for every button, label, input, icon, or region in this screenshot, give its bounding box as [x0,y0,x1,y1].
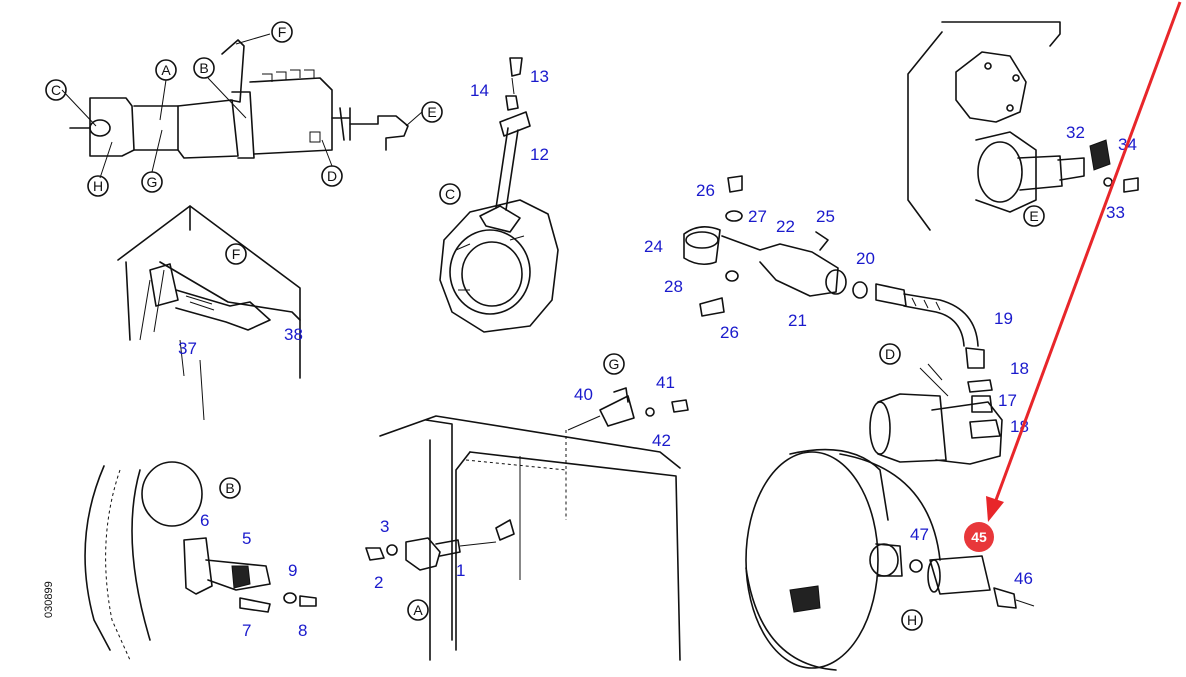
label-f: F [278,24,287,40]
label-c: C [51,82,61,98]
callout-7: 7 [242,621,251,640]
sensor-assembly-drawing: 26 27 22 25 24 20 28 21 26 19 [644,175,1013,369]
label-e-detail: E [1029,208,1038,224]
detail-a-g-drawing: A 3 2 1 G 40 41 42 [365,353,689,661]
callout-25: 25 [816,207,835,226]
label-c-detail: C [445,186,455,202]
callout-40: 40 [574,385,593,404]
label-b-detail: B [225,480,234,496]
label-g-detail: G [609,356,620,372]
label-b: B [199,60,208,76]
callout-22: 22 [776,217,795,236]
callout-17: 17 [998,391,1017,410]
callout-2: 2 [374,573,383,592]
drawing-code: 030899 [43,581,55,618]
detail-c-drawing: C 13 14 12 [439,57,559,333]
callout-42: 42 [652,431,671,450]
callout-5: 5 [242,529,251,548]
callout-38: 38 [284,325,303,344]
callout-37: 37 [178,339,197,358]
pump-overview-drawing: C A B F E D H G [45,21,443,197]
label-g: G [147,174,158,190]
callout-20: 20 [856,249,875,268]
callout-18: 18 [1010,359,1029,378]
callout-19: 19 [994,309,1013,328]
badge-label-45: 45 [971,529,987,545]
detail-h-drawing: H 47 46 [745,448,1035,671]
label-h-detail: H [907,612,917,628]
callout-27: 27 [748,207,767,226]
callout-21: 21 [788,311,807,330]
callout-3: 3 [380,517,389,536]
callout-14: 14 [470,81,489,100]
callout-12: 12 [530,145,549,164]
callout-32: 32 [1066,123,1085,142]
callout-47: 47 [910,525,929,544]
callout-6: 6 [200,511,209,530]
callout-24: 24 [644,237,663,256]
label-e: E [427,104,436,120]
highlight-arrow [986,1,1182,522]
detail-e-drawing: E 32 34 33 [907,21,1139,231]
callout-26: 26 [696,181,715,200]
callout-41: 41 [656,373,675,392]
callout-26b: 26 [720,323,739,342]
label-f-detail: F [232,246,241,262]
detail-d-drawing: D 18 17 18 [869,343,1029,465]
highlight-badge: 45 [964,522,994,552]
label-a: A [161,62,171,78]
label-c-circle [45,79,67,101]
detail-b-drawing: B 6 5 9 7 8 030899 [43,461,317,661]
label-h: H [93,178,103,194]
callout-8: 8 [298,621,307,640]
label-d-detail: D [885,346,895,362]
callout-33: 33 [1106,203,1125,222]
detail-f-drawing: F 37 38 [117,205,303,421]
label-a-detail: A [413,602,423,618]
callout-13: 13 [530,67,549,86]
callout-28: 28 [664,277,683,296]
callout-46: 46 [1014,569,1033,588]
callout-9: 9 [288,561,297,580]
callout-1: 1 [456,561,465,580]
label-d: D [327,168,337,184]
